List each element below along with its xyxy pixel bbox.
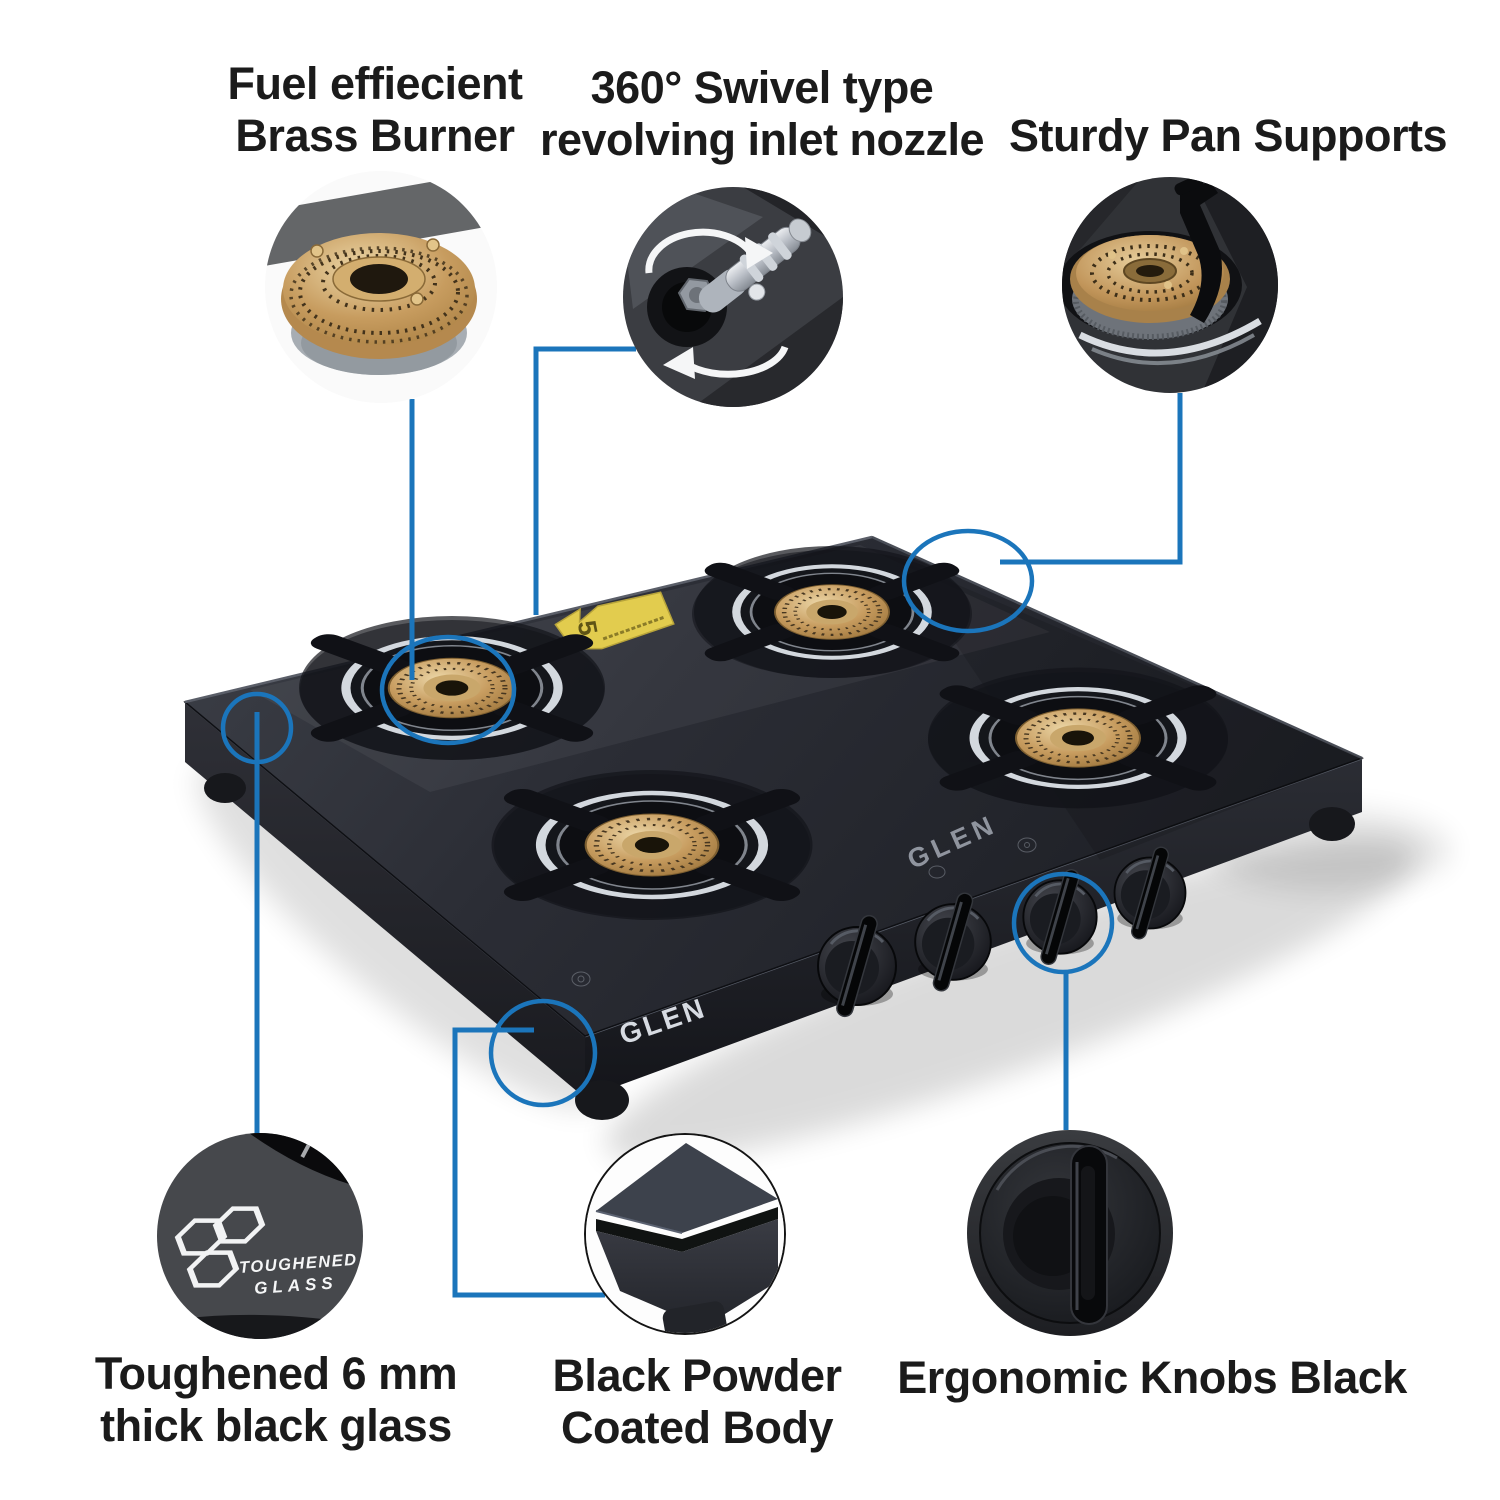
rotation-arrows-icon	[645, 228, 789, 379]
toughened-glass-logo-icon	[174, 1206, 266, 1288]
marker-brass-burner	[379, 634, 517, 746]
burner-pegs	[310, 238, 440, 306]
toughened-glass-photo: TOUGHENED GLASS	[157, 1133, 363, 1339]
warranty-badge-number: 5	[572, 618, 604, 638]
stove-feet	[204, 773, 1355, 1120]
pan-supports-photo	[1062, 177, 1278, 393]
label-brass-burner: Fuel effiecient Brass Burner	[227, 58, 523, 162]
body-corner-panel	[596, 1219, 778, 1327]
stove-left-panel	[185, 702, 585, 1098]
powder-body-photo	[584, 1133, 786, 1335]
body-foot	[662, 1301, 728, 1333]
line-inlet-nozzle	[533, 346, 636, 615]
glass-corner-top	[596, 1143, 778, 1233]
burner-right	[928, 668, 1228, 809]
glass-print-marks	[571, 837, 1037, 987]
pan-support-arm	[1174, 177, 1222, 323]
inlet-nozzle-photo	[623, 187, 843, 407]
warranty-sticker: 5	[554, 591, 675, 650]
label-inlet-nozzle: 360° Swivel type revolving inlet nozzle	[539, 62, 985, 166]
knob-handle	[1070, 1145, 1108, 1325]
label-toughened-glass: Toughened 6 mm thick black glass	[94, 1348, 458, 1452]
label-powder-body: Black Powder Coated Body	[552, 1350, 842, 1454]
line-pan-supports	[1000, 393, 1183, 565]
marker-body-corner	[488, 998, 598, 1108]
marker-circles	[220, 528, 1115, 1108]
marker-glass-corner	[220, 691, 294, 765]
nozzle-tube	[698, 218, 812, 313]
label-knobs: Ergonomic Knobs Black	[897, 1352, 1407, 1403]
brass-burner-photo	[265, 171, 497, 403]
burner-back-right	[694, 546, 970, 678]
marker-knob	[1011, 871, 1115, 975]
knob-photo	[967, 1130, 1173, 1336]
burner-front-center	[492, 770, 813, 920]
marker-pan-support	[901, 528, 1035, 634]
label-pan-supports: Sturdy Pan Supports	[1008, 110, 1448, 161]
